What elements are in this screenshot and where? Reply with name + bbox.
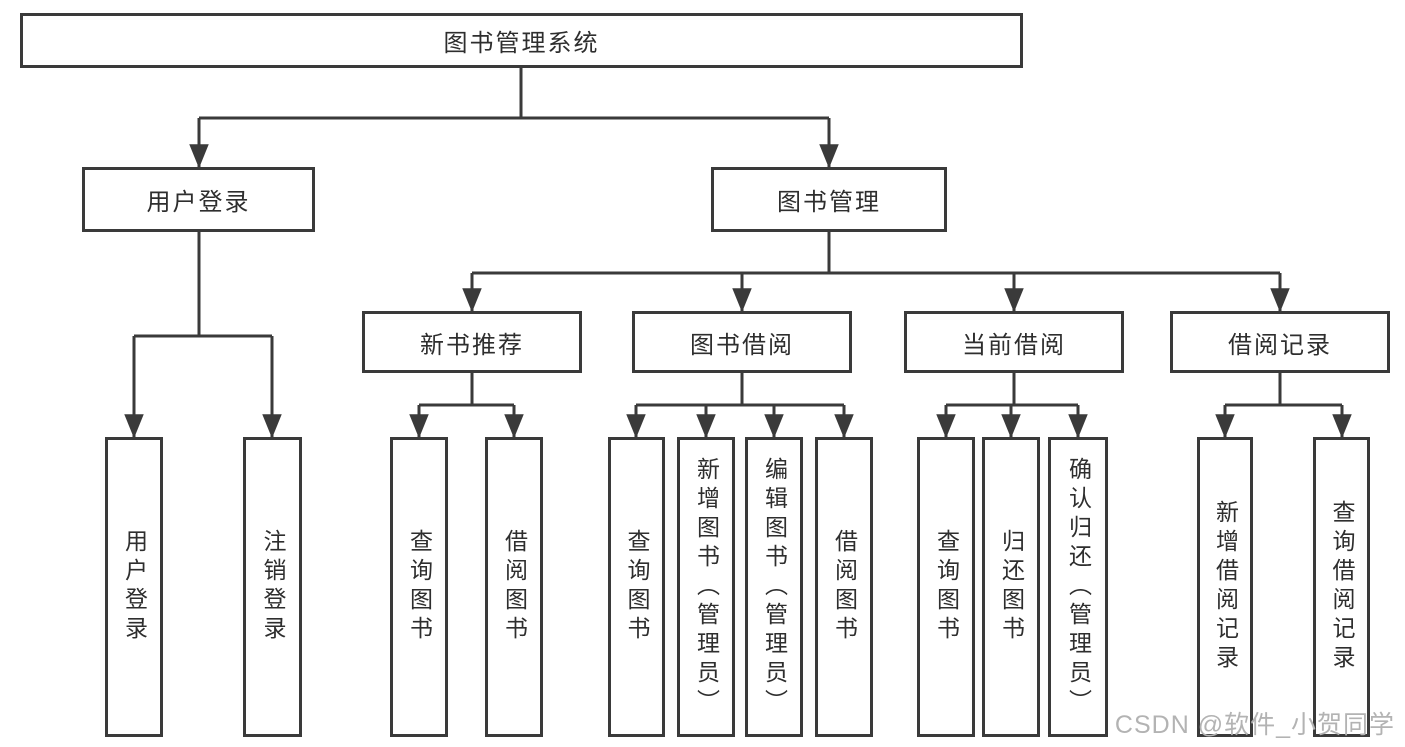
leaf-borrowing-query-books: 查询图书 <box>608 437 665 737</box>
node-user-login: 用户登录 <box>82 167 315 232</box>
node-new-book-recommend: 新书推荐 <box>362 311 582 373</box>
leaf-records-query-record: 查询借阅记录 <box>1313 437 1370 737</box>
node-borrowing-records: 借阅记录 <box>1170 311 1390 373</box>
leaf-current-return-books: 归还图书 <box>982 437 1040 737</box>
leaf-logout-login: 注销登录 <box>243 437 302 737</box>
node-book-management: 图书管理 <box>711 167 947 232</box>
watermark: CSDN @软件_小贺同学 <box>1114 711 1395 739</box>
leaf-borrowing-edit-books-admin: 编辑图书（管理员） <box>745 437 803 737</box>
leaf-records-add-record: 新增借阅记录 <box>1197 437 1253 737</box>
node-current-borrowing: 当前借阅 <box>904 311 1124 373</box>
leaf-borrowing-borrow-books: 借阅图书 <box>815 437 873 737</box>
leaf-recommend-query-books: 查询图书 <box>390 437 448 737</box>
leaf-user-login: 用户登录 <box>105 437 163 737</box>
leaf-current-query-books: 查询图书 <box>917 437 975 737</box>
leaf-borrowing-add-books-admin: 新增图书（管理员） <box>677 437 735 737</box>
leaf-current-confirm-return-admin: 确认归还（管理员） <box>1048 437 1108 737</box>
node-library-system: 图书管理系统 <box>20 13 1023 68</box>
node-book-borrowing: 图书借阅 <box>632 311 852 373</box>
leaf-recommend-borrow-books: 借阅图书 <box>485 437 543 737</box>
